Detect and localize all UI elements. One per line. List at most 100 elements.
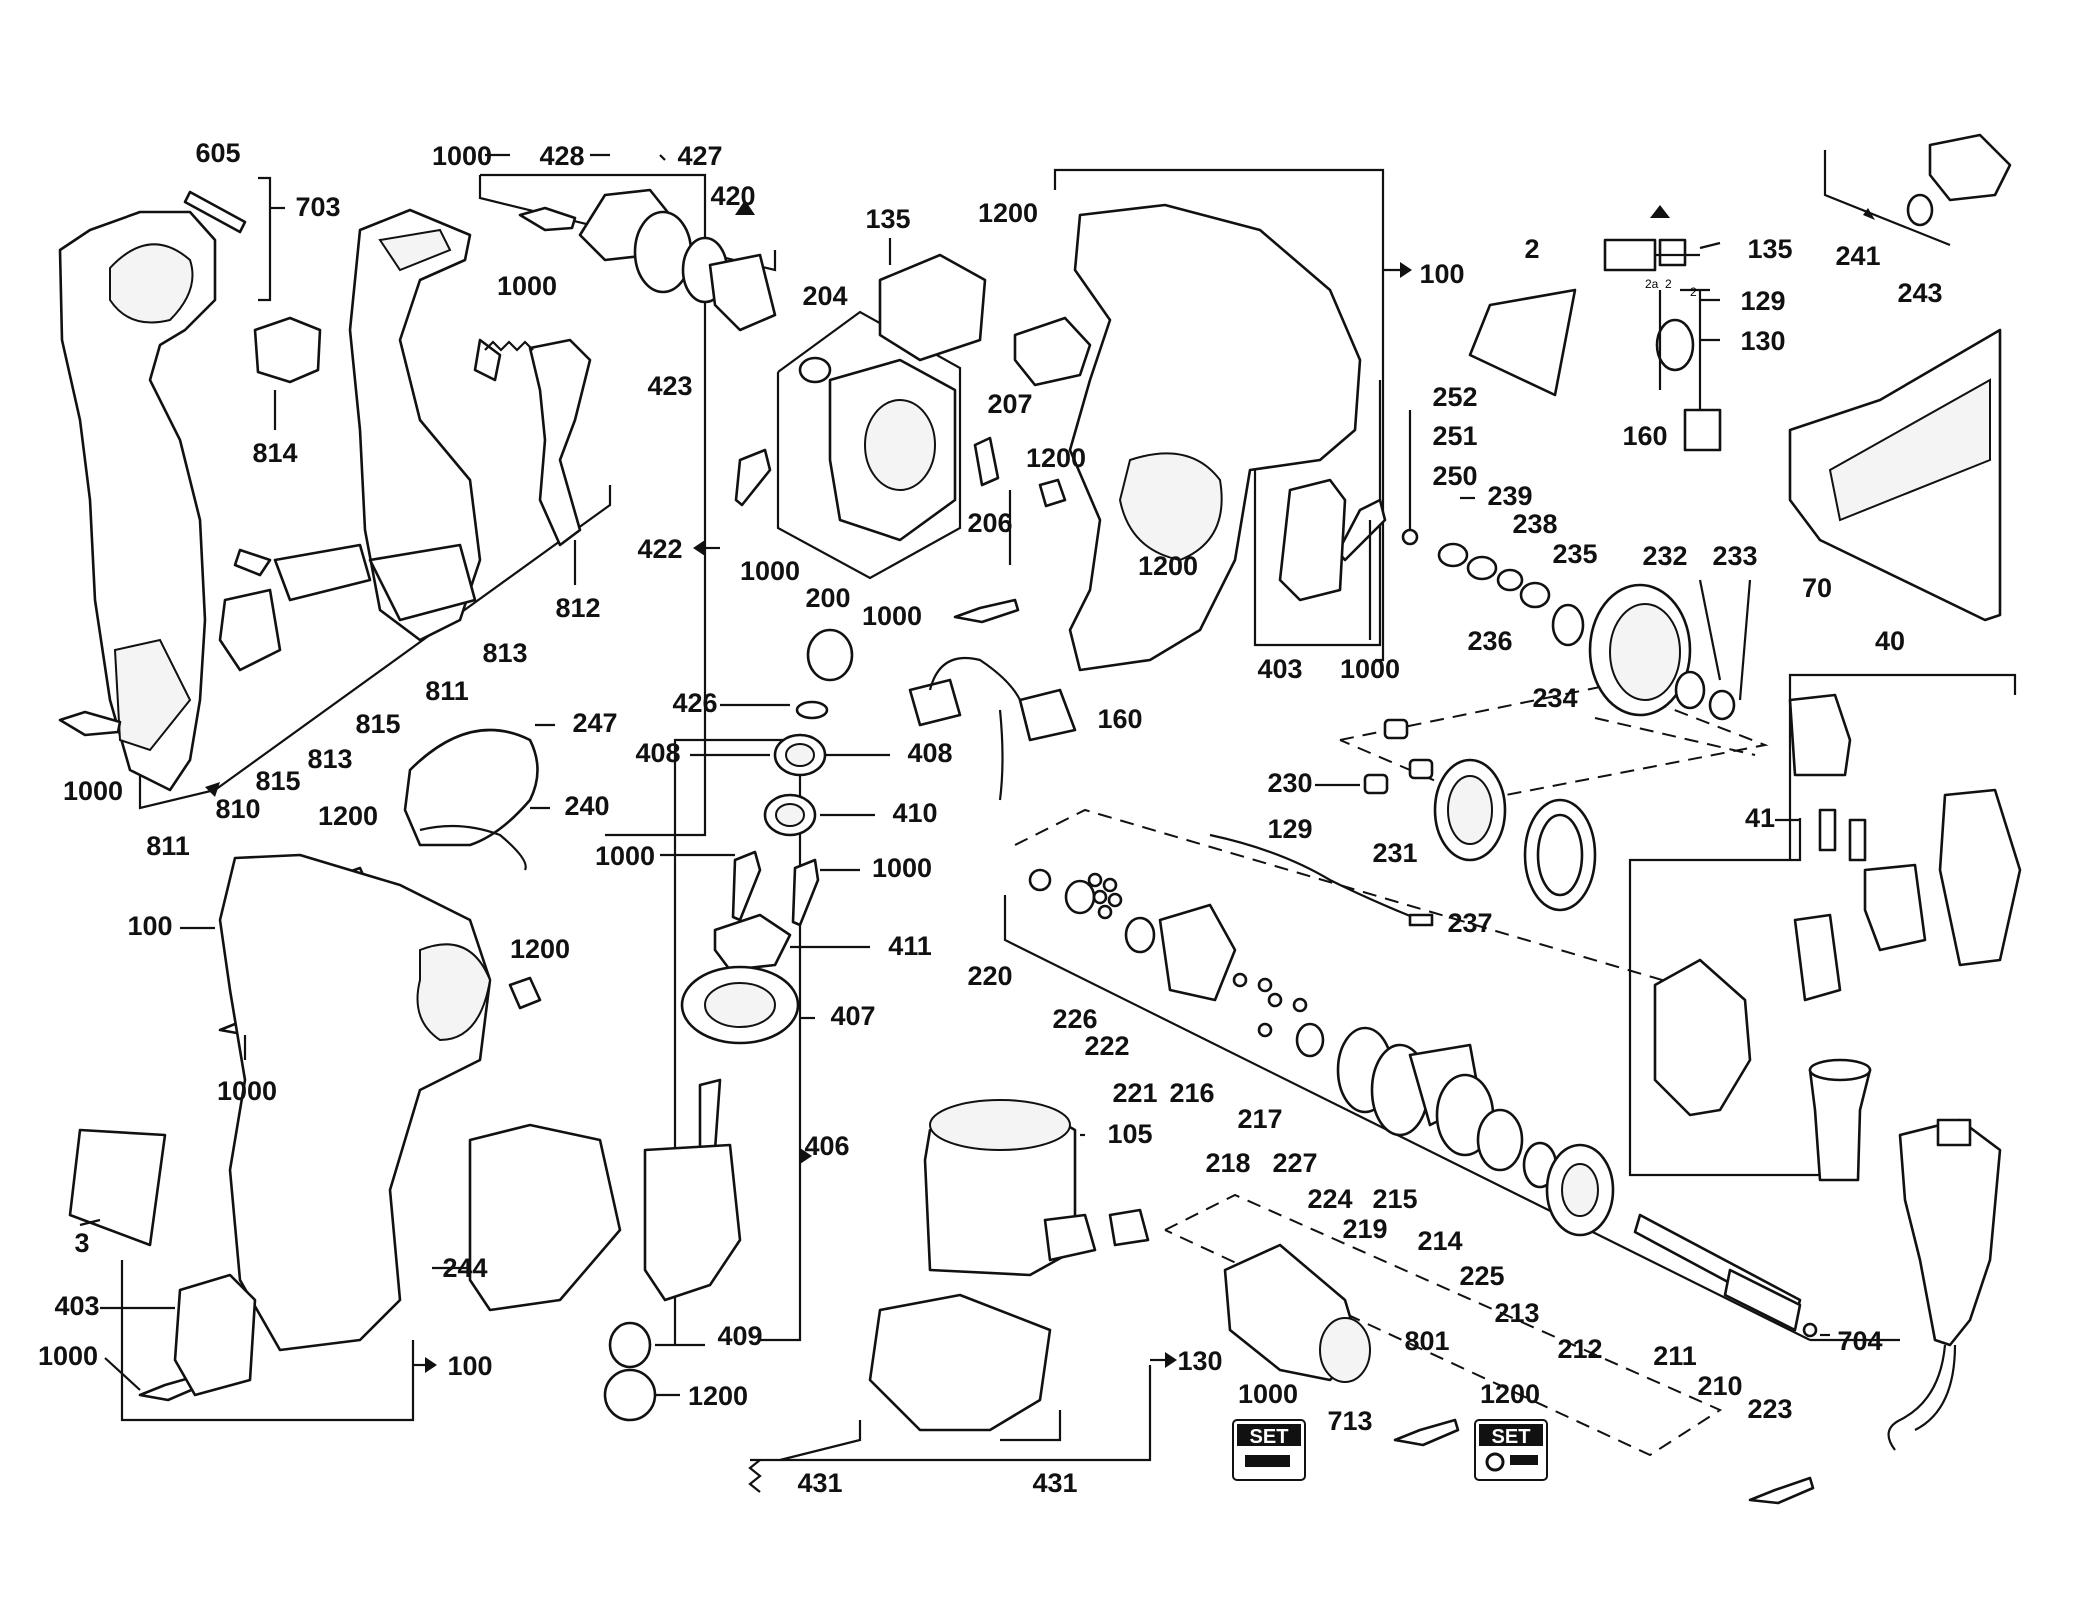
part-label: 409 (717, 1321, 762, 1351)
part-label: 207 (987, 389, 1032, 419)
part-814-clip (253, 316, 322, 384)
part-3-label (68, 1128, 167, 1247)
part-703-housing-half (58, 210, 217, 792)
part-label: 1000 (217, 1076, 277, 1106)
part-label: 129 (1740, 286, 1785, 316)
part-160-brush-leads (908, 656, 1077, 801)
part-label: 240 (564, 791, 609, 821)
part-label: 811 (146, 831, 190, 861)
part-70-battery (1788, 328, 2002, 622)
part-811-housing-half (348, 208, 482, 642)
part-406-armature (603, 1078, 742, 1422)
part-label: 431 (797, 1468, 842, 1498)
part-label: 236 (1467, 626, 1512, 656)
part-label: 130 (1177, 1346, 1222, 1376)
part-label: 1200 (688, 1381, 748, 1411)
part-label: 431 (1032, 1468, 1077, 1498)
part-label: 70 (1802, 573, 1832, 603)
part-428-bearing-set (578, 188, 777, 332)
part-105-field (923, 1099, 1077, 1277)
part-label: 812 (555, 593, 600, 623)
part-815-switch (218, 543, 477, 672)
part-label: 220 (967, 961, 1012, 991)
washers-250-239 (1401, 528, 1585, 647)
part-100-lower-housing (218, 853, 492, 1352)
part-label: 605 (195, 138, 240, 168)
part-label: 200 (805, 583, 850, 613)
part-135-switch-wiring (1603, 238, 1722, 452)
part-spring (484, 340, 534, 352)
part-label: 135 (1747, 234, 1792, 264)
part-label: 40 (1875, 626, 1905, 656)
part-label: 211 (1653, 1341, 1697, 1371)
part-label: 213 (1494, 1298, 1539, 1328)
part-label: 408 (635, 738, 680, 768)
part-605-pin (183, 190, 247, 234)
part-label: 226 (1052, 1004, 1097, 1034)
part-label: 235 (1552, 539, 1597, 569)
gearbox-internals (1028, 868, 1818, 1338)
part-2-label (1468, 288, 1577, 397)
part-label: 215 (1372, 1184, 1417, 1214)
part-label: 1000 (63, 776, 123, 806)
part-label: 130 (1740, 326, 1785, 356)
part-232-gear (1588, 583, 1736, 721)
part-label: 1000 (595, 841, 655, 871)
part-label: 223 (1747, 1394, 1792, 1424)
part-407-gear (680, 965, 800, 1045)
part-label: 801 (1404, 1326, 1449, 1356)
part-label: 811 (425, 676, 469, 706)
part-label: 713 (1327, 1406, 1372, 1436)
part-label: 1200 (318, 801, 378, 831)
part-129-wire (1209, 833, 1434, 927)
part-41-terminals (1793, 808, 1927, 1002)
part-label: 408 (907, 738, 952, 768)
wiring-mark: 2a (1645, 277, 1659, 291)
part-label: 1200 (1026, 443, 1086, 473)
part-label: 227 (1272, 1148, 1317, 1178)
part-label: 217 (1237, 1104, 1282, 1134)
part-label: 813 (482, 638, 527, 668)
part-label: 224 (1307, 1184, 1352, 1214)
part-label: 427 (677, 141, 722, 171)
part-231-clutch (1363, 718, 1597, 912)
part-100-main-housing (1068, 203, 1362, 672)
part-label: 1000 (740, 556, 800, 586)
part-label: 1200 (1480, 1379, 1540, 1409)
part-label: 221 (1112, 1078, 1157, 1108)
part-label: 813 (307, 744, 352, 774)
part-label: 2 (1524, 234, 1539, 264)
part-40-tube (1808, 1058, 1872, 1182)
part-label: 160 (1622, 421, 1667, 451)
part-207 (1013, 316, 1092, 387)
part-label: 241 (1835, 241, 1880, 271)
part-label: 703 (295, 192, 340, 222)
part-label: 428 (539, 141, 584, 171)
wiring-mark: 2 (1665, 277, 1672, 291)
part-41-cover (1653, 958, 1752, 1117)
part-label: 225 (1459, 1261, 1504, 1291)
part-812-lever (473, 338, 592, 547)
part-label: 403 (1257, 654, 1302, 684)
part-206 (973, 436, 1000, 487)
part-label: 230 (1267, 768, 1312, 798)
part-label: 100 (127, 911, 172, 941)
part-labels: 605 703 1000 428 427 420 1000 423 814 81… (38, 138, 1943, 1498)
part-label: 238 (1512, 509, 1557, 539)
part-label: 423 (647, 371, 692, 401)
part-label: 239 (1487, 481, 1532, 511)
part-label: 214 (1417, 1226, 1462, 1256)
part-label: 251 (1432, 421, 1477, 451)
part-244-cover (468, 1123, 622, 1312)
part-label: 233 (1712, 541, 1757, 571)
bracket-lines (120, 150, 2017, 1462)
part-label: 100 (447, 1351, 492, 1381)
part-241-cap (1906, 133, 2012, 227)
part-label: 815 (255, 766, 300, 796)
part-label: 252 (1432, 382, 1477, 412)
part-label: 410 (892, 798, 937, 828)
part-label: 216 (1169, 1078, 1214, 1108)
part-label: 1200 (510, 934, 570, 964)
leader-lines (79, 153, 1900, 1397)
part-label: 222 (1084, 1031, 1129, 1061)
